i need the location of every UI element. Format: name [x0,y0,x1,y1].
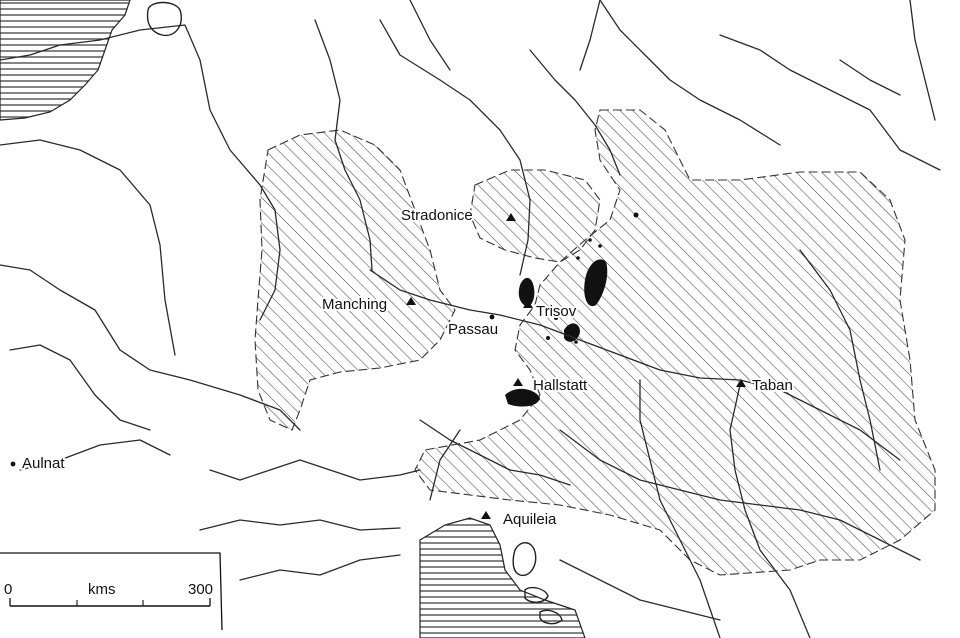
site-marker-stradonice [506,213,516,221]
site-labels: Stradonice Manching Passau Trisov Hallst… [20,205,795,530]
deposit-dot-2 [588,238,592,242]
site-marker-aulnat [10,461,16,467]
north-sea [0,0,131,121]
region-east [414,109,936,576]
site-label-manching: Manching [322,296,387,313]
deposit-large [584,259,608,307]
deposit-dot-6 [546,336,550,340]
deposit-trisov [518,277,535,307]
site-marker-trisov [523,300,533,308]
site-label-passau: Passau [448,321,498,338]
deposit-dot-7 [574,340,578,344]
site-label-taban: Taban [752,377,793,394]
deposit-dot-5 [554,316,558,320]
site-marker-manching [406,297,416,305]
region-west [254,129,456,431]
scale-unit-label: kms [88,581,116,598]
site-label-stradonice: Stradonice [401,207,473,224]
scale-start-label: 0 [4,581,12,598]
region-bohemia [469,169,601,263]
adriatic-islands [512,542,563,625]
deposit-dot-1 [633,212,639,218]
deposit-hallstatt [505,388,540,407]
deposit-dot-4 [576,256,580,260]
site-marker-aquileia [481,511,491,519]
site-label-hallstatt: Hallstatt [533,377,588,394]
site-marker-passau [489,314,495,320]
site-label-aulnat: Aulnat [22,455,65,472]
site-label-aquileia: Aquileia [503,511,557,528]
site-marker-hallstatt [513,378,523,386]
deposit-dot-3 [598,244,602,248]
site-marker-taban [736,379,746,387]
scale-end-label: 300 [188,581,213,598]
site-label-trisov: Trisov [536,303,577,320]
site-markers [10,213,746,519]
scale-bar: 0 kms 300 [0,552,223,631]
adriatic-sea [419,517,586,638]
deposit-south [564,323,580,342]
island-top [146,1,182,37]
